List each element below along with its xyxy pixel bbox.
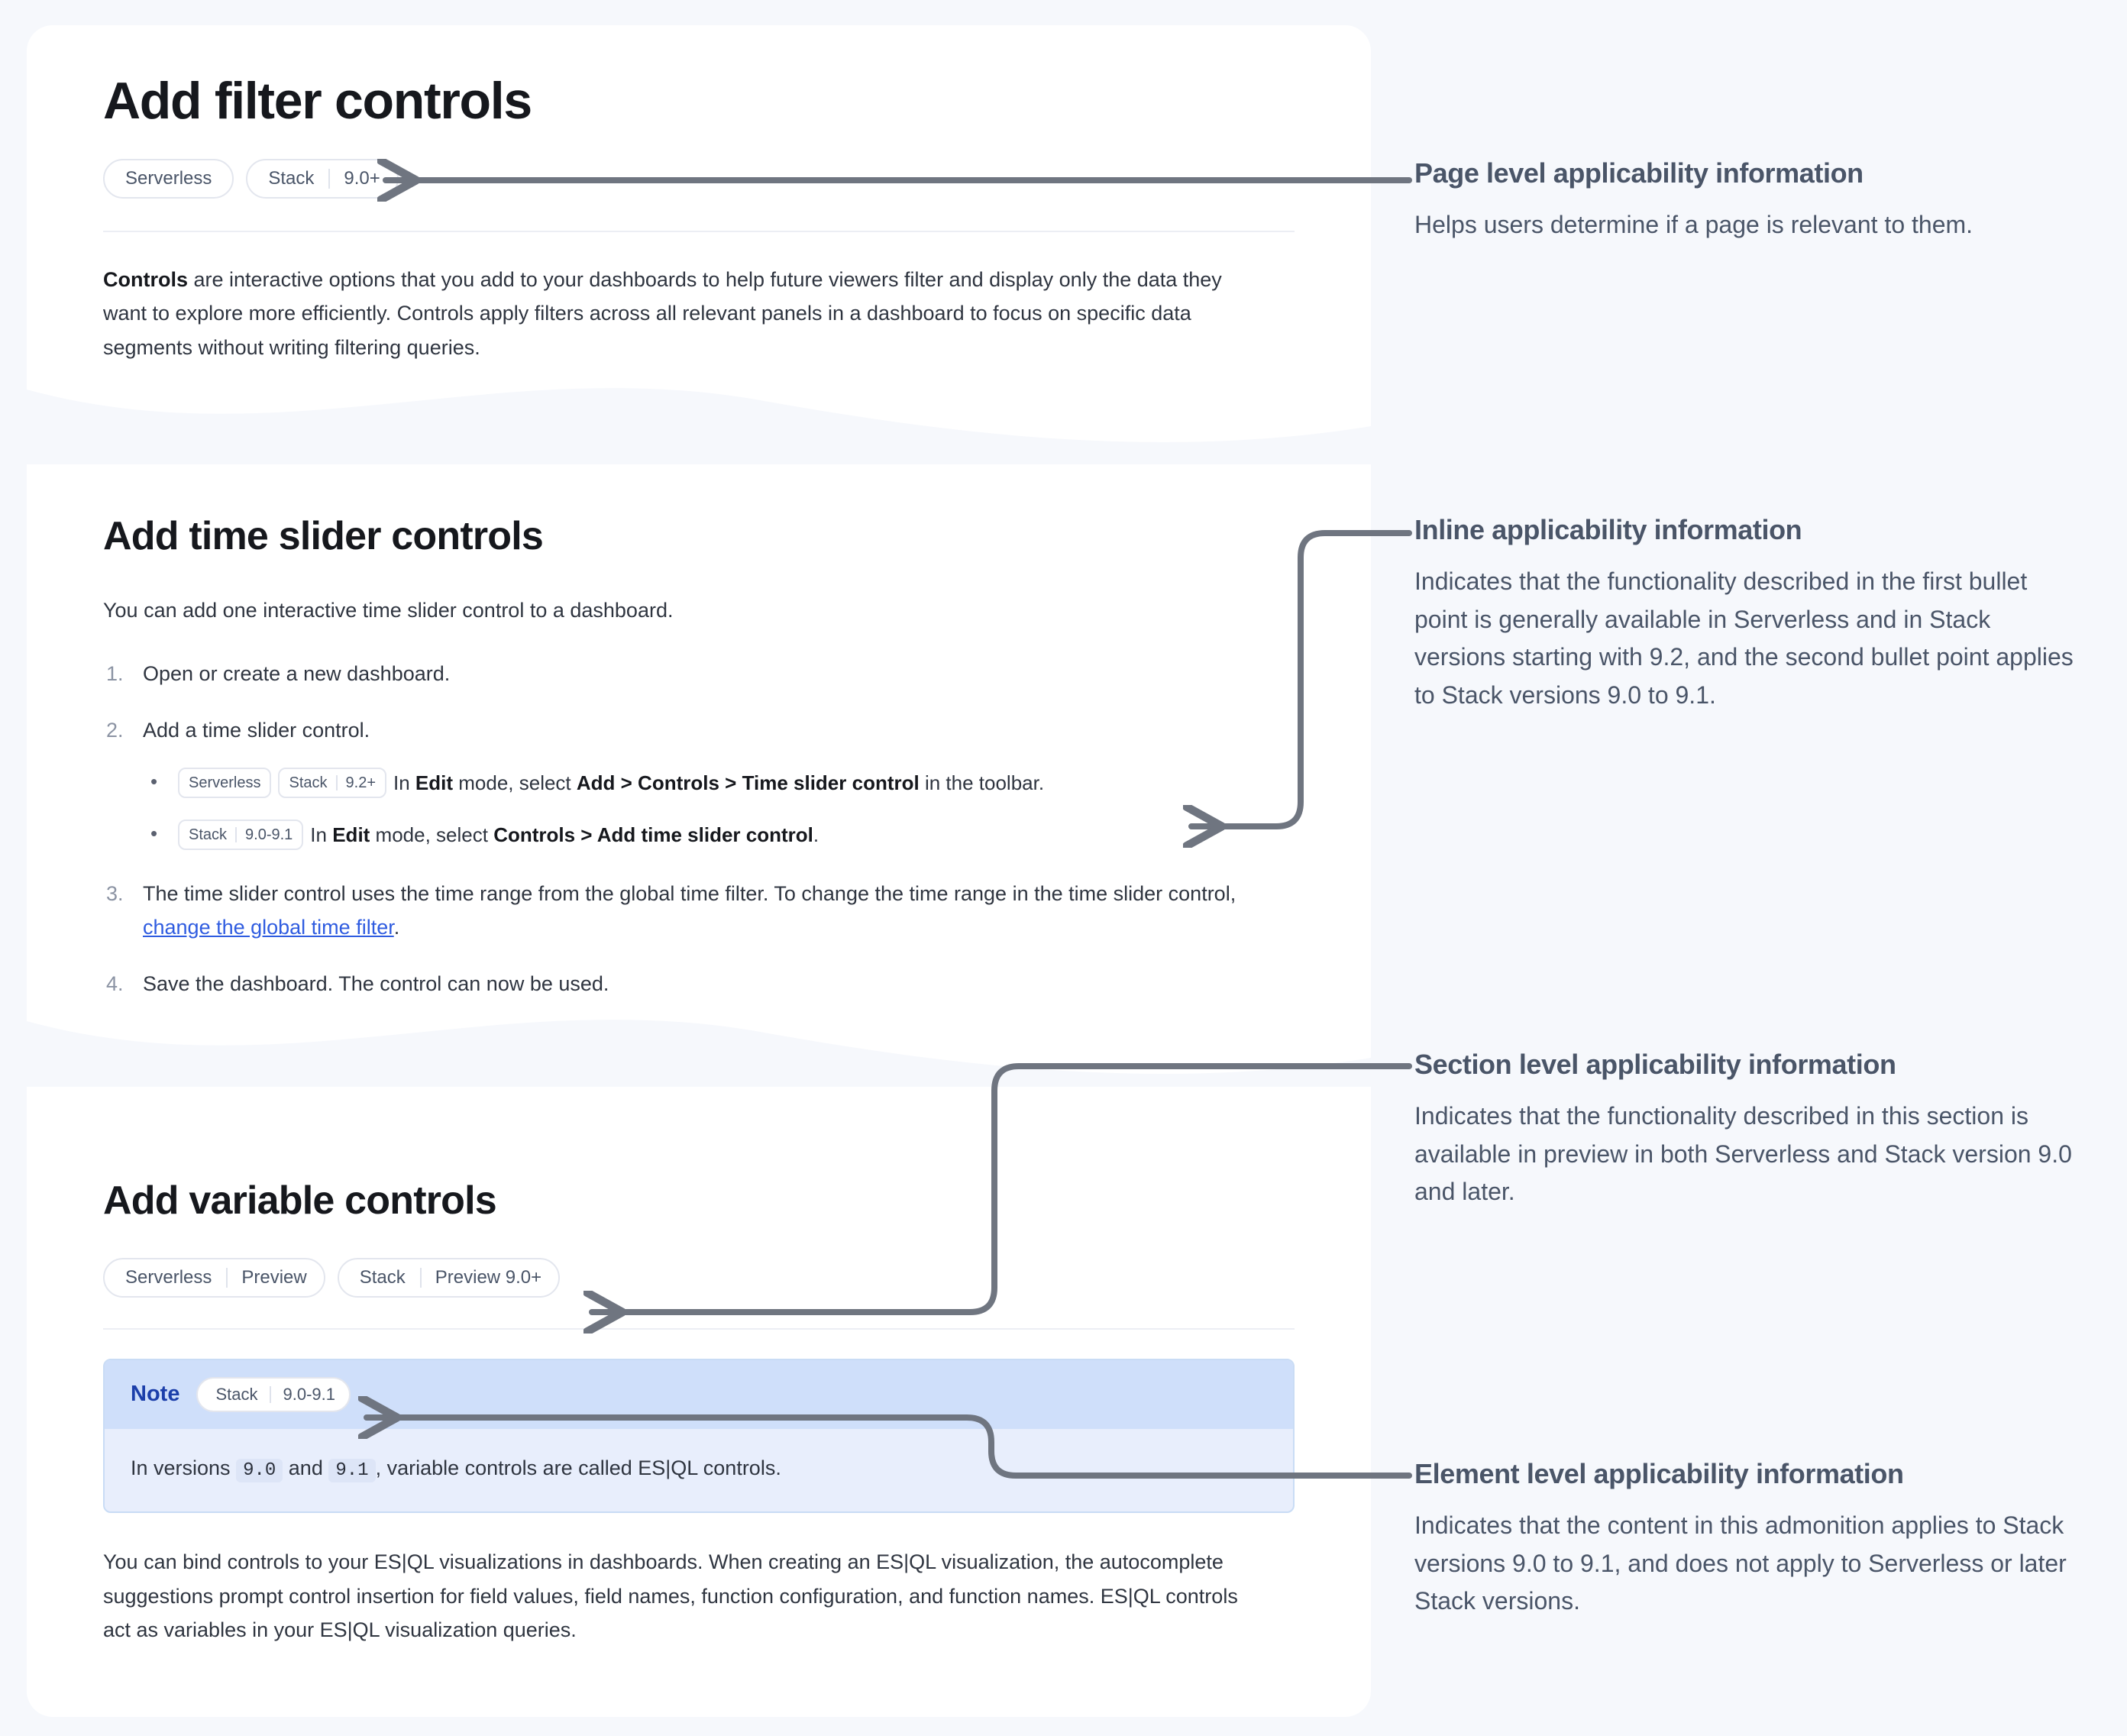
- badge-version: Preview 9.0+: [435, 1266, 542, 1288]
- annotation-title: Page level applicability information: [1414, 157, 1864, 189]
- badge-name: Stack: [359, 1266, 406, 1288]
- change-global-time-filter-link[interactable]: change the global time filter: [143, 915, 394, 939]
- badge-divider: [270, 1385, 272, 1403]
- bullet-text-p3: Controls > Add time slider control: [493, 823, 813, 846]
- bullet-item-1: Serverless Stack 9.2+ In Edit mode, sele…: [143, 766, 1295, 800]
- bullet-text-p4: .: [813, 823, 819, 846]
- note-header: Note Stack 9.0-9.1: [105, 1359, 1293, 1429]
- step-text-after: .: [393, 915, 400, 939]
- page-applicability-badges: Serverless Stack 9.0+: [103, 158, 1295, 199]
- step-item-3: The time slider control uses the time ra…: [103, 878, 1241, 944]
- annotation-title: Element level applicability information: [1414, 1458, 1904, 1489]
- bullet-text-p2: mode, select: [453, 771, 577, 794]
- page-title: Add filter controls: [103, 72, 532, 130]
- badge-name: Stack: [215, 1384, 258, 1404]
- badge-divider: [419, 1267, 422, 1288]
- section-applicability-badges: Serverless Preview Stack Preview 9.0+: [103, 1257, 1295, 1298]
- annotation-element-level: Element level applicability information …: [1414, 1457, 2079, 1621]
- annotation-title: Section level applicability information: [1414, 1049, 1896, 1080]
- badge-version: 9.0-9.1: [245, 826, 293, 844]
- step-2-bullets: Serverless Stack 9.2+ In Edit mode, sele…: [143, 766, 1295, 852]
- note-text-p4: , variable controls are called ES|QL con…: [375, 1456, 781, 1479]
- step-text-before: The time slider control uses the time ra…: [143, 882, 1236, 906]
- time-slider-heading: Add time slider controls: [103, 514, 544, 558]
- badge-name: Serverless: [125, 1266, 212, 1288]
- intro-bold-term: Controls: [103, 267, 188, 291]
- annotation-title: Inline applicability information: [1414, 514, 1802, 545]
- bullet-text-p0: In: [310, 823, 333, 846]
- annotation-page-level: Page level applicability information Hel…: [1414, 157, 2079, 244]
- intro-rest: are interactive options that you add to …: [103, 267, 1222, 359]
- badge-version: 9.0-9.1: [283, 1384, 335, 1404]
- code-span-9-1: 9.1: [328, 1458, 376, 1482]
- badge-divider: [328, 168, 331, 189]
- time-slider-steps: Open or create a new dashboard. Add a ti…: [103, 658, 1295, 1001]
- header-divider: [103, 230, 1295, 232]
- variable-controls-heading: Add variable controls: [103, 1178, 497, 1223]
- annotation-body: Indicates that the content in this admon…: [1414, 1511, 2067, 1615]
- badge-version: 9.2+: [345, 774, 376, 791]
- step-text: Add a time slider control.: [143, 719, 370, 742]
- bullet-item-2: Stack 9.0-9.1 In Edit mode, select Contr…: [143, 818, 1295, 852]
- documentation-panel: Add filter controls Serverless Stack 9.0…: [27, 25, 1371, 1717]
- note-badge-stack[interactable]: Stack 9.0-9.1: [196, 1376, 351, 1412]
- badge-version: 9.0+: [344, 167, 380, 189]
- variable-controls-section: Add variable controls Serverless Preview…: [27, 1178, 1371, 1647]
- bullet-text-p1: Edit: [332, 823, 370, 846]
- bullet-text-p1: Edit: [415, 771, 454, 794]
- page-header-section: Add filter controls Serverless Stack 9.0…: [27, 73, 1371, 364]
- wave-separator-1: [27, 388, 1371, 464]
- badge-version: Preview: [241, 1266, 307, 1288]
- badge-name: Serverless: [125, 167, 212, 189]
- badge-divider: [335, 774, 338, 790]
- annotation-inline-level: Inline applicability information Indicat…: [1414, 513, 2079, 715]
- annotation-body: Helps users determine if a page is relev…: [1414, 211, 1973, 239]
- bullet-text-p4: in the toolbar.: [919, 771, 1045, 794]
- annotation-section-level: Section level applicability information …: [1414, 1048, 2079, 1211]
- inline-badge-serverless[interactable]: Serverless: [178, 767, 272, 798]
- badge-stack[interactable]: Stack 9.0+: [246, 158, 399, 199]
- badge-divider: [235, 827, 238, 843]
- inline-badge-stack[interactable]: Stack 9.0-9.1: [178, 820, 304, 851]
- time-slider-lead: You can add one interactive time slider …: [103, 598, 674, 622]
- note-admonition: Note Stack 9.0-9.1 In versions 9.0 and 9…: [103, 1358, 1295, 1514]
- badge-divider: [226, 1267, 228, 1288]
- bullet-text-p3: Add > Controls > Time slider control: [576, 771, 920, 794]
- badge-serverless[interactable]: Serverless: [103, 158, 234, 199]
- badge-name: Serverless: [189, 774, 261, 791]
- step-item-4: Save the dashboard. The control can now …: [103, 968, 1295, 1001]
- time-slider-section: Add time slider controls You can add one…: [27, 514, 1371, 1023]
- annotation-body: Indicates that the functionality describ…: [1414, 567, 2074, 709]
- note-text-p2: and: [283, 1456, 329, 1479]
- badge-name: Stack: [189, 826, 228, 844]
- variable-controls-paragraph: You can bind controls to your ES|QL visu…: [103, 1550, 1238, 1642]
- annotation-body: Indicates that the functionality describ…: [1414, 1102, 2072, 1206]
- section-divider: [103, 1327, 1295, 1330]
- note-label: Note: [131, 1382, 180, 1407]
- code-span-9-0: 9.0: [236, 1458, 283, 1482]
- step-item-1: Open or create a new dashboard.: [103, 658, 1295, 691]
- note-body: In versions 9.0 and 9.1, variable contro…: [105, 1429, 1293, 1511]
- page-intro-paragraph: Controls are interactive options that yo…: [103, 263, 1233, 365]
- badge-name: Stack: [289, 774, 328, 791]
- inline-badge-stack[interactable]: Stack 9.2+: [278, 767, 386, 798]
- step-item-2: Add a time slider control. Serverless St…: [103, 714, 1295, 852]
- badge-serverless-preview[interactable]: Serverless Preview: [103, 1257, 325, 1298]
- bullet-text-p2: mode, select: [370, 823, 494, 846]
- step-text: Save the dashboard. The control can now …: [143, 971, 609, 995]
- step-text: Open or create a new dashboard.: [143, 662, 451, 686]
- note-text-p0: In versions: [131, 1456, 237, 1479]
- badge-stack-preview[interactable]: Stack Preview 9.0+: [337, 1257, 561, 1298]
- badge-name: Stack: [268, 167, 315, 189]
- bullet-text-p0: In: [393, 771, 415, 794]
